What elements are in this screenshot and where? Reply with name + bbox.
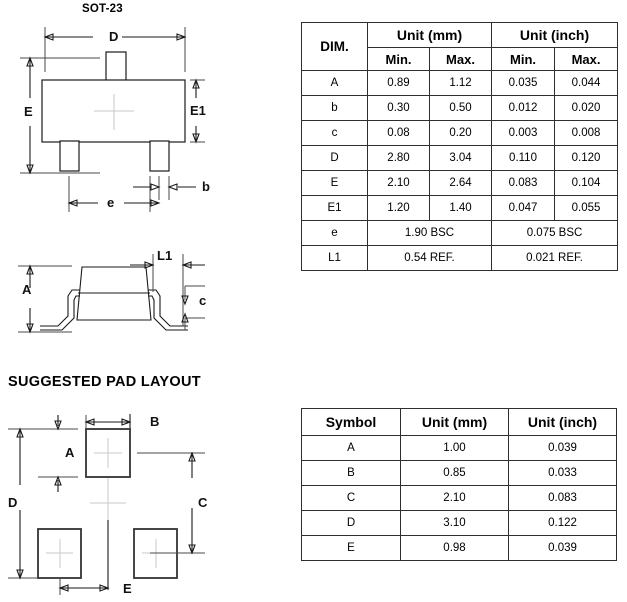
cell-inch-max: 0.044 (554, 70, 619, 96)
cell-symbol: E1 (301, 195, 368, 221)
pad-dimension-label-a: A (65, 445, 75, 460)
table-header-row: DIM. Unit (mm) Unit (inch) (301, 22, 619, 71)
cell-mm-min: 2.10 (367, 170, 430, 196)
table-row: b 0.30 0.50 0.012 0.020 (301, 95, 619, 121)
cell-mm-merged: 0.54 REF. (366, 245, 493, 271)
cell-inch-max: 0.020 (554, 95, 619, 121)
cell-symbol: D (301, 510, 401, 536)
cell-inch-min: 0.035 (491, 70, 556, 96)
pad-dimension-label-d: D (8, 495, 18, 510)
cell-mm-min: 0.89 (367, 70, 430, 96)
cell-symbol: A (301, 70, 368, 96)
table-row: B 0.85 0.033 (301, 460, 617, 486)
cell-symbol: e (301, 220, 368, 246)
dimension-label-e: E (24, 104, 33, 119)
header-unit-mm: Unit (mm) (366, 22, 493, 48)
cell-symbol: B (301, 460, 401, 486)
cell-inch-max: 0.055 (554, 195, 619, 221)
table-row: A 1.00 0.039 (301, 435, 617, 461)
cell-inch-min: 0.003 (491, 120, 556, 146)
cell-mm-min: 1.20 (367, 195, 430, 221)
dimension-label-a-height: A (22, 282, 32, 297)
pad-table-header-row: Symbol Unit (mm) Unit (inch) (301, 408, 617, 436)
header-dim: DIM. (301, 22, 368, 71)
table-row: D 2.80 3.04 0.110 0.120 (301, 145, 619, 171)
dimension-label-l1: L1 (157, 248, 173, 263)
dimension-label-b: b (202, 179, 210, 194)
table-row: A 0.89 1.12 0.035 0.044 (301, 70, 619, 96)
cell-mm: 0.98 (400, 535, 509, 561)
table-row: E 0.98 0.039 (301, 535, 617, 561)
header-inch-min: Min. (491, 47, 556, 71)
cell-symbol: E (301, 170, 368, 196)
dimension-label-e1: E1 (190, 103, 206, 118)
cell-inch-min: 0.083 (491, 170, 556, 196)
table-row: L1 0.54 REF. 0.021 REF. (301, 245, 619, 271)
dimension-label-c: c (199, 293, 207, 308)
cell-mm-max: 0.20 (428, 120, 493, 146)
table-subheader-row: Min. Max. Min. Max. (302, 47, 619, 71)
cell-mm-max: 2.64 (428, 170, 493, 196)
cell-mm-merged: 1.90 BSC (366, 220, 493, 246)
table-row: C 2.10 0.083 (301, 485, 617, 511)
cell-mm-max: 0.50 (428, 95, 493, 121)
cell-mm-max: 1.40 (428, 195, 493, 221)
cell-mm-min: 2.80 (367, 145, 430, 171)
pad-header-unit-mm: Unit (mm) (400, 408, 509, 436)
cell-symbol: b (301, 95, 368, 121)
cell-symbol: E (301, 535, 401, 561)
cell-inch-min: 0.047 (491, 195, 556, 221)
table-row: D 3.10 0.122 (301, 510, 617, 536)
table-row: c 0.08 0.20 0.003 0.008 (301, 120, 619, 146)
cell-mm: 0.85 (400, 460, 509, 486)
pad-dimension-label-c: C (198, 495, 208, 510)
cell-inch-max: 0.008 (554, 120, 619, 146)
pad-dimension-label-b: B (150, 414, 160, 429)
cell-mm-max: 3.04 (428, 145, 493, 171)
package-top-view-drawing (20, 27, 205, 212)
table-row: E 2.10 2.64 0.083 0.104 (301, 170, 619, 196)
cell-inch-merged: 0.021 REF. (491, 245, 619, 271)
header-inch-max: Max. (554, 47, 619, 71)
header-unit-inch: Unit (inch) (491, 22, 619, 48)
pad-layout-heading: SUGGESTED PAD LAYOUT (8, 374, 201, 390)
cell-inch-merged: 0.075 BSC (491, 220, 619, 246)
package-side-view-drawing (18, 254, 205, 334)
pad-header-symbol: Symbol (301, 408, 401, 436)
pad-layout-drawing (8, 414, 205, 595)
table-row: E1 1.20 1.40 0.047 0.055 (301, 195, 619, 221)
dimension-label-e-pitch: e (107, 195, 115, 210)
cell-inch-max: 0.120 (554, 145, 619, 171)
cell-mm-max: 1.12 (428, 70, 493, 96)
header-mm-min: Min. (367, 47, 430, 71)
pad-dimension-label-e: E (123, 581, 132, 596)
pad-header-unit-inch: Unit (inch) (508, 408, 617, 436)
cell-inch-min: 0.110 (491, 145, 556, 171)
cell-inch-max: 0.104 (554, 170, 619, 196)
cell-symbol: A (301, 435, 401, 461)
dimension-table: DIM. Unit (mm) Unit (inch) Min. Max. Min… (301, 22, 619, 271)
dimension-label-d: D (109, 29, 119, 44)
cell-inch: 0.083 (508, 485, 617, 511)
cell-mm: 3.10 (400, 510, 509, 536)
header-mm-max: Max. (428, 47, 493, 71)
cell-inch: 0.122 (508, 510, 617, 536)
cell-mm-min: 0.30 (367, 95, 430, 121)
cell-symbol: C (301, 485, 401, 511)
cell-inch: 0.039 (508, 435, 617, 461)
cell-symbol: D (301, 145, 368, 171)
cell-mm-min: 0.08 (367, 120, 430, 146)
cell-mm: 1.00 (400, 435, 509, 461)
pad-layout-table: Symbol Unit (mm) Unit (inch) A 1.00 0.03… (301, 408, 617, 561)
cell-inch: 0.039 (508, 535, 617, 561)
cell-inch: 0.033 (508, 460, 617, 486)
package-title: SOT-23 (82, 3, 123, 15)
cell-symbol: L1 (301, 245, 368, 271)
cell-symbol: c (301, 120, 368, 146)
table-row: e 1.90 BSC 0.075 BSC (301, 220, 619, 246)
cell-mm: 2.10 (400, 485, 509, 511)
cell-inch-min: 0.012 (491, 95, 556, 121)
